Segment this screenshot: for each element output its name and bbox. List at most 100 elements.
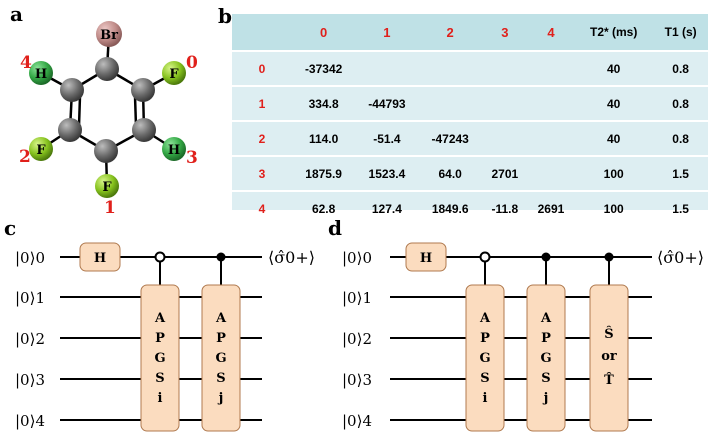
- carbon-atom: [58, 118, 82, 142]
- table-cell: 1875.9: [292, 155, 356, 191]
- panel-label-c: c: [4, 216, 17, 240]
- table-cell: 100: [574, 190, 654, 225]
- gate-letter: S: [155, 371, 164, 386]
- gate-letter: i: [483, 391, 488, 406]
- gate-letter: P: [155, 331, 165, 346]
- table-header-cell: 4: [527, 14, 575, 51]
- hadamard-gate: [79, 242, 121, 272]
- table-cell: [527, 155, 575, 191]
- qubit-label: |0⟩0: [15, 249, 45, 267]
- qubit-label: |0⟩1: [342, 289, 372, 307]
- table-header-cell: 2: [418, 14, 482, 51]
- control-open-dot: [154, 251, 166, 263]
- table-cell: 40: [574, 50, 654, 86]
- panel-label-a: a: [10, 2, 23, 26]
- measurement-label: ⟨σ̂0+⟩: [268, 248, 315, 267]
- gate-letter: G: [215, 351, 226, 366]
- apgs-gate-i: [465, 284, 505, 432]
- table-cell: [527, 50, 575, 86]
- atom-index-label: 4: [20, 53, 32, 73]
- atom-symbol: H: [168, 143, 180, 158]
- table-cell: [481, 50, 528, 86]
- atom-index-label: 3: [186, 148, 198, 168]
- qubit-label: |0⟩4: [15, 412, 45, 430]
- control-filled-dot: [216, 252, 226, 262]
- table-cell: -44793: [355, 85, 419, 121]
- table-header-cell: 3: [481, 14, 528, 51]
- gate-letter: G: [479, 351, 490, 366]
- gate-letter: P: [480, 331, 490, 346]
- control-filled-dot: [541, 252, 551, 262]
- row-index-cell: 0: [232, 50, 292, 86]
- table-cell: 0.8: [653, 85, 708, 121]
- gate-letter: S: [216, 371, 225, 386]
- carbon-atom: [95, 57, 119, 81]
- carbon-atom: [60, 78, 84, 102]
- measurement-label: ⟨σ̂0+⟩: [657, 248, 704, 267]
- gate-letter: j: [543, 391, 549, 406]
- apgs-gate-j: [526, 284, 566, 432]
- table-cell: 334.8: [292, 85, 356, 121]
- gate-letter: i: [158, 391, 163, 406]
- fluorine-atom-0: [162, 61, 186, 85]
- table-cell: 2691: [527, 190, 575, 225]
- atom-index-label: 2: [19, 147, 31, 167]
- table-cell: [527, 85, 575, 121]
- table-header-cell: 1: [355, 14, 419, 51]
- row-index-cell: 4: [232, 190, 292, 225]
- hydrogen-atom-3: [162, 137, 186, 161]
- circuit-diagram-c: H A P G S i A P G S j |0⟩0 |0⟩1 |0⟩2 |0⟩…: [15, 242, 315, 432]
- table-cell: -37342: [292, 50, 356, 86]
- atom-symbol: F: [102, 180, 112, 195]
- carbon-atom: [94, 139, 118, 163]
- fluorine-atom-1: [95, 174, 119, 198]
- apgs-gate-j: [201, 284, 241, 432]
- gate-letter: A: [154, 311, 166, 326]
- table-cell: [481, 120, 528, 156]
- gate-letter: P: [216, 331, 226, 346]
- row-index-cell: 1: [232, 85, 292, 121]
- row-index-cell: 3: [232, 155, 292, 191]
- fluorine-atom-2: [29, 137, 53, 161]
- circuit-diagram-d: H A P G S i A P G S j Ŝ or T̂ |0⟩0 |0⟩1 …: [342, 242, 704, 432]
- table-cell: -47243: [418, 120, 482, 156]
- atom-symbol: H: [35, 67, 47, 82]
- table-cell: 40: [574, 85, 654, 121]
- table-cell: [527, 120, 575, 156]
- table-cell: 1849.6: [418, 190, 482, 225]
- gate-letter: S: [541, 371, 550, 386]
- table-cell: 62.8: [292, 190, 356, 225]
- control-filled-dot: [604, 252, 614, 262]
- apgs-gate-i: [140, 284, 180, 432]
- gate-letter: S: [480, 371, 489, 386]
- table-cell: [418, 85, 482, 121]
- bromine-atom: [96, 21, 122, 47]
- hadamard-label: H: [420, 251, 432, 266]
- qubit-label: |0⟩4: [342, 412, 372, 430]
- qubit-label: |0⟩2: [15, 330, 45, 348]
- hydrogen-atom-4: [29, 61, 53, 85]
- s-or-t-gate: [589, 284, 629, 432]
- gate-letter: or: [601, 349, 617, 364]
- table-header-cell: T2* (ms): [574, 14, 654, 51]
- carbon-atom: [132, 118, 156, 142]
- table-cell: 1.5: [653, 190, 708, 225]
- gate-letter: A: [479, 311, 491, 326]
- qubit-label: |0⟩2: [342, 330, 372, 348]
- gate-letter: T̂: [604, 372, 614, 388]
- table-header-cell: [232, 14, 292, 51]
- table-cell: 40: [574, 120, 654, 156]
- gate-letter: Ŝ: [604, 325, 613, 342]
- gate-letter: P: [541, 331, 551, 346]
- atom-index-label: 0: [186, 53, 198, 73]
- table-cell: 100: [574, 155, 654, 191]
- qubit-label: |0⟩1: [15, 289, 45, 307]
- qubit-label: |0⟩0: [342, 249, 372, 267]
- table-cell: 1.5: [653, 155, 708, 191]
